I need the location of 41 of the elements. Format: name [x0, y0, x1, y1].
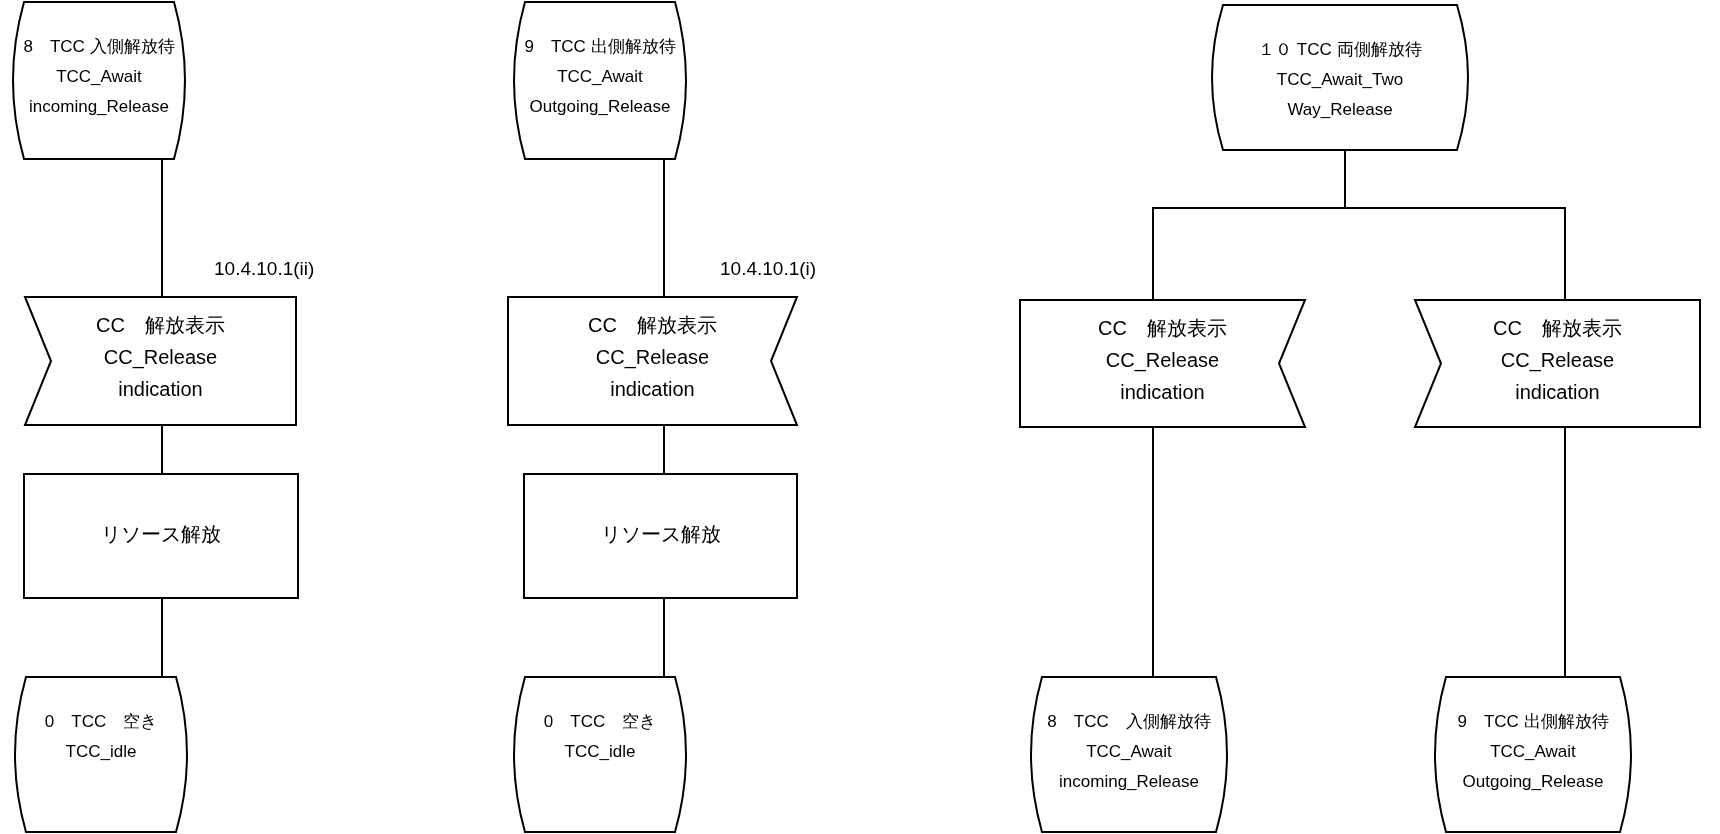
input-signal-symbol: [1415, 300, 1700, 427]
node-text: 8 TCC 入側解放待: [1046, 711, 1212, 733]
flow-line: [161, 158, 163, 298]
input-signal-symbol: [1020, 300, 1305, 427]
node-text: CC 解放表示: [587, 313, 718, 338]
node-text: TCC_Await Outgoing_Release: [528, 66, 672, 118]
node-text: 0 TCC 空き: [542, 711, 658, 733]
node-text: TCC_idle: [64, 741, 138, 763]
flow-line: [663, 158, 665, 298]
reference-number: 10.4.10.1(i): [720, 258, 817, 280]
node-text: CC 解放表示: [1097, 316, 1228, 341]
flow-line: [663, 424, 665, 475]
node-text: リソース解放: [100, 522, 222, 547]
node-text: １０ TCC 両側解放待: [1257, 39, 1423, 61]
reference-number: 10.4.10.1(ii): [214, 258, 315, 280]
flow-line: [161, 597, 163, 678]
node-text: TCC_Await incoming_Release: [28, 66, 170, 118]
node-text: TCC_idle: [563, 741, 637, 763]
node-text: CC_Release indication: [102, 345, 219, 402]
task-box: [524, 474, 797, 598]
flow-line: [1564, 426, 1566, 678]
node-text: リソース解放: [599, 522, 722, 547]
flow-line: [161, 424, 163, 475]
node-text: CC 解放表示: [1492, 316, 1623, 341]
flow-line: [1152, 426, 1154, 678]
node-text: TCC_Await incoming_Release: [1058, 741, 1200, 793]
node-text: CC_Release indication: [1104, 348, 1221, 405]
task-box: [24, 474, 298, 598]
node-text: CC_Release indication: [594, 345, 711, 402]
input-signal-symbol: [25, 297, 296, 425]
input-signal-symbol: [508, 297, 797, 425]
flow-line: [1344, 149, 1566, 301]
node-text: 9 TCC 出側解放待: [523, 36, 677, 58]
node-text: 0 TCC 空き: [43, 711, 159, 733]
flow-line: [663, 597, 665, 678]
node-text: TCC_Await Outgoing_Release: [1461, 741, 1605, 793]
node-text: CC 解放表示: [95, 313, 226, 338]
node-text: 8 TCC 入側解放待: [22, 36, 176, 58]
node-text: TCC_Await_Two Way_Release: [1275, 69, 1405, 121]
node-text: CC_Release indication: [1499, 348, 1616, 405]
node-text: 9 TCC 出側解放待: [1456, 711, 1610, 733]
